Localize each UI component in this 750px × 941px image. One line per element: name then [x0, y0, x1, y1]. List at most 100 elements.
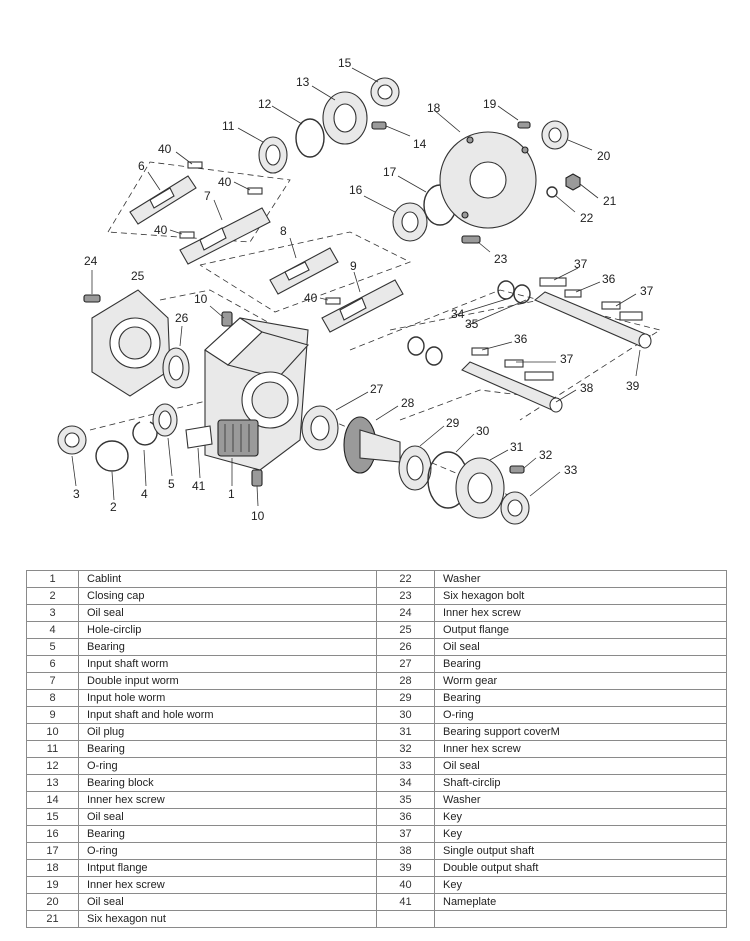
callout-24: 24: [84, 254, 98, 268]
part-number-cell: 36: [376, 808, 435, 826]
callout-12: 12: [258, 97, 272, 111]
callout-14: 14: [413, 137, 427, 151]
part-name-cell: O-ring: [78, 842, 377, 860]
part-number-cell: 24: [376, 604, 435, 622]
worm-gear: [343, 416, 401, 474]
part-name-cell: Oil plug: [78, 723, 377, 741]
callout-37-c: 37: [560, 352, 574, 366]
part-number-cell: 13: [26, 774, 79, 792]
part-name-cell: Bearing: [78, 638, 377, 656]
callout-4: 4: [141, 487, 148, 501]
part-number-cell: 23: [376, 587, 435, 605]
part-number-cell: 21: [26, 910, 79, 928]
part-number-cell: 31: [376, 723, 435, 741]
part-name-cell: Oil seal: [78, 893, 377, 911]
part-number-cell: 1: [26, 570, 79, 588]
oil-seal-33: [500, 491, 530, 525]
part-number-cell: 2: [26, 587, 79, 605]
part-number-cell: 16: [26, 825, 79, 843]
callout-37-b: 37: [640, 284, 654, 298]
screw-24: [83, 294, 101, 303]
part-number-cell: 19: [26, 876, 79, 894]
leader-lines: [71, 67, 641, 507]
part-number-cell: 7: [26, 672, 79, 690]
part-number-cell: 26: [376, 638, 435, 656]
part-name-cell: Closing cap: [78, 587, 377, 605]
part-number-cell: 11: [26, 740, 79, 758]
part-name-cell: Oil seal: [434, 638, 727, 656]
callout-35: 35: [465, 317, 479, 331]
part-name-cell: Bearing: [434, 689, 727, 707]
part-name-cell: Double input worm: [78, 672, 377, 690]
callout-10-top: 10: [194, 292, 208, 306]
callout-8: 8: [280, 224, 287, 238]
callout-5: 5: [168, 477, 175, 491]
callout-30: 30: [476, 424, 490, 438]
part-name-cell: Output flange: [434, 621, 727, 639]
callout-32: 32: [539, 448, 553, 462]
part-number-cell: 15: [26, 808, 79, 826]
part-number-cell: 18: [26, 859, 79, 877]
callout-29: 29: [446, 416, 460, 430]
callout-16: 16: [349, 183, 363, 197]
part-name-cell: Washer: [434, 570, 727, 588]
input-shaft-and-hole-worm: [321, 279, 404, 333]
part-number-cell: 5: [26, 638, 79, 656]
part-number-cell: 14: [26, 791, 79, 809]
part-number-cell: 37: [376, 825, 435, 843]
callout-10-bottom: 10: [251, 509, 265, 523]
callout-2: 2: [110, 500, 117, 514]
part-number-cell: 29: [376, 689, 435, 707]
part-name-cell: Input shaft worm: [78, 655, 377, 673]
callout-20: 20: [597, 149, 611, 163]
oil-seal-15: [370, 77, 400, 107]
bearing-5: [152, 403, 178, 437]
callout-21: 21: [603, 194, 617, 208]
part-number-cell: 41: [376, 893, 435, 911]
part-name-cell: Shaft-circlip: [434, 774, 727, 792]
callout-15: 15: [338, 56, 352, 70]
part-name-cell: Inner hex screw: [434, 740, 727, 758]
part-name-cell: Double output shaft: [434, 859, 727, 877]
part-name-cell: Bearing: [78, 740, 377, 758]
callout-41: 41: [192, 479, 206, 493]
o-ring-12: [295, 118, 325, 158]
callout-26: 26: [175, 311, 189, 325]
part-name-cell: O-ring: [78, 757, 377, 775]
part-name-cell: Input shaft and hole worm: [78, 706, 377, 724]
callout-9: 9: [350, 259, 357, 273]
callout-31: 31: [510, 440, 524, 454]
callout-11: 11: [222, 119, 235, 133]
part-name-cell: Oil seal: [78, 604, 377, 622]
part-name-cell: Key: [434, 808, 727, 826]
part-number-cell: 38: [376, 842, 435, 860]
part-number-cell: 6: [26, 655, 79, 673]
callout-6: 6: [138, 159, 145, 173]
part-number-cell: 33: [376, 757, 435, 775]
part-name-cell: Bearing support coverM: [434, 723, 727, 741]
nameplate: [185, 425, 213, 449]
part-name-cell: Bearing: [434, 655, 727, 673]
callout-23: 23: [494, 252, 508, 266]
output-flange: [91, 289, 171, 397]
part-name-cell: Single output shaft: [434, 842, 727, 860]
callout-25: 25: [131, 269, 145, 283]
callout-1: 1: [228, 487, 235, 501]
part-name-cell: Worm gear: [434, 672, 727, 690]
